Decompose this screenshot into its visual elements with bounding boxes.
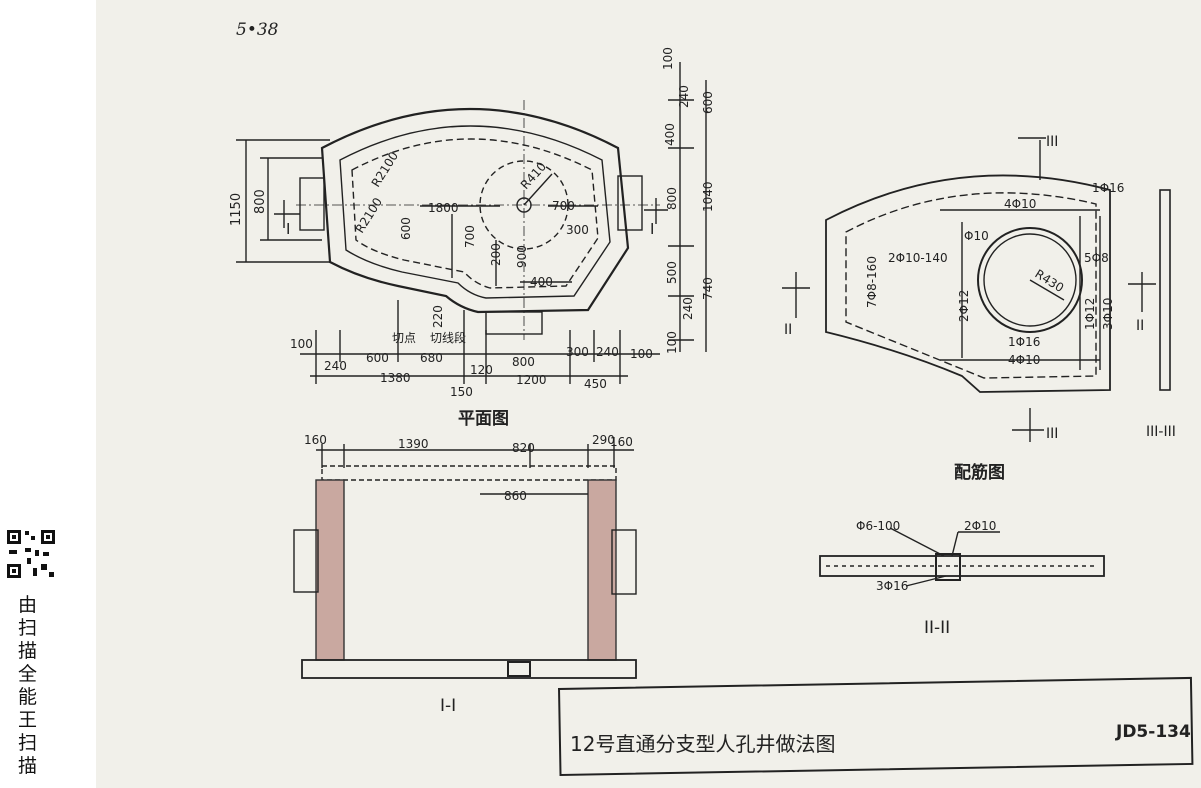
plan-dim-label: 220 [431,305,445,328]
plan-dim-label: 100 [665,331,679,354]
plan-dim-label: 740 [701,277,715,300]
plan-dim-label: 100 [661,47,675,70]
plan-inner-label: 700 [552,199,575,213]
section-2-title: II-II [924,618,951,638]
plan-view-title: 平面图 [458,409,509,429]
scanned-page [96,0,1201,788]
plan-dim-label: 120 [470,363,493,377]
title-block [558,676,1194,776]
section-mark: II [784,322,792,338]
plan-view [236,62,707,384]
rebar-label: Φ10 [964,229,989,243]
page-number: 5•38 [236,20,279,40]
plan-dim-label: 300 [566,345,589,359]
rebar-label: 2Φ10-140 [888,251,948,265]
section1-dim-label: 820 [512,441,535,455]
rebar-label: 2Φ12 [957,290,971,322]
plan-dim-label: 100 [630,347,653,361]
plan-dim-label: 240 [596,345,619,359]
plan-note: 切线段 [430,330,466,345]
section1-dim-label: 290 [592,433,615,447]
rebar-label: 3Φ10 [1101,298,1115,330]
plan-inner-label: R410 [518,159,549,192]
plan-inner-label: 300 [566,223,589,237]
plan-dim-label: 100 [290,337,313,351]
section-1-view [293,444,637,679]
section-mark: III [1046,426,1058,442]
plan-dim-label: 400 [663,123,677,146]
section-mark: I [286,220,290,238]
plan-dim-label: 1150 [229,193,244,226]
rebar-view [782,137,1171,442]
rebar-label: 7Φ8-160 [865,256,879,308]
section1-dim-label: 160 [304,433,327,447]
section1-dim-label: 160 [610,435,633,449]
rebar-label: 1Φ12 [1083,298,1097,330]
plan-dim-label: 1040 [701,181,715,212]
plan-inner-label: 1800 [428,201,459,215]
plan-inner-label: 700 [463,225,477,248]
section1-dim-label: 1390 [398,437,429,451]
plan-dim-label: 240 [677,85,691,108]
rebar-label: 1Φ16 [1008,335,1040,349]
plan-inner-label: 900 [515,245,529,268]
section-3-label: III-III [1146,424,1176,440]
plan-dim-label: 600 [366,351,389,365]
plan-dim-label: 600 [701,91,715,114]
rebar-label: 4Φ10 [1008,353,1040,367]
plan-dim-label: 800 [665,187,679,210]
plan-inner-label: 400 [530,275,553,289]
plan-dim-label: 800 [253,189,268,214]
plan-dim-label: 150 [450,385,473,399]
qr-code-icon [5,528,57,580]
left-margin [0,0,96,788]
drawing-code: JD5-134 [1116,722,1191,742]
plan-dim-label: 450 [584,377,607,391]
rebar-label: 4Φ10 [1004,197,1036,211]
plan-note: 切点 [392,331,416,345]
plan-inner-label: 600 [399,217,413,240]
plan-inner-label: 200 [489,243,503,266]
plan-dim-label: 1200 [516,373,547,387]
plan-dim-label: 800 [512,355,535,369]
plan-inner-label: R2100 [369,149,401,189]
rebar-view-title: 配筋图 [954,463,1005,483]
plan-inner-label: R2100 [353,195,385,235]
section-2-view [819,527,1105,587]
section2-label: 2Φ10 [964,519,996,533]
section1-dim-label: 860 [504,489,527,503]
rebar-label: 5Φ8 [1084,251,1109,265]
section-mark: II [1136,318,1144,334]
rebar-label: 1Φ16 [1092,181,1124,195]
plan-dim-label: 240 [681,297,695,320]
section2-label: 3Φ16 [876,579,908,593]
plan-dim-label: 500 [665,261,679,284]
section-mark: I [650,220,654,238]
section-mark: III [1046,134,1058,150]
plan-dim-label: 680 [420,351,443,365]
section2-label: Φ6-100 [856,519,900,533]
plan-dim-label: 240 [324,359,347,373]
plan-dim-label: 1380 [380,371,411,385]
section-1-title: I-I [440,696,457,716]
drawing-title: 12号直通分支型人孔井做法图 [570,732,836,756]
scanner-watermark: 由 扫描全能王 扫描 [18,594,38,777]
